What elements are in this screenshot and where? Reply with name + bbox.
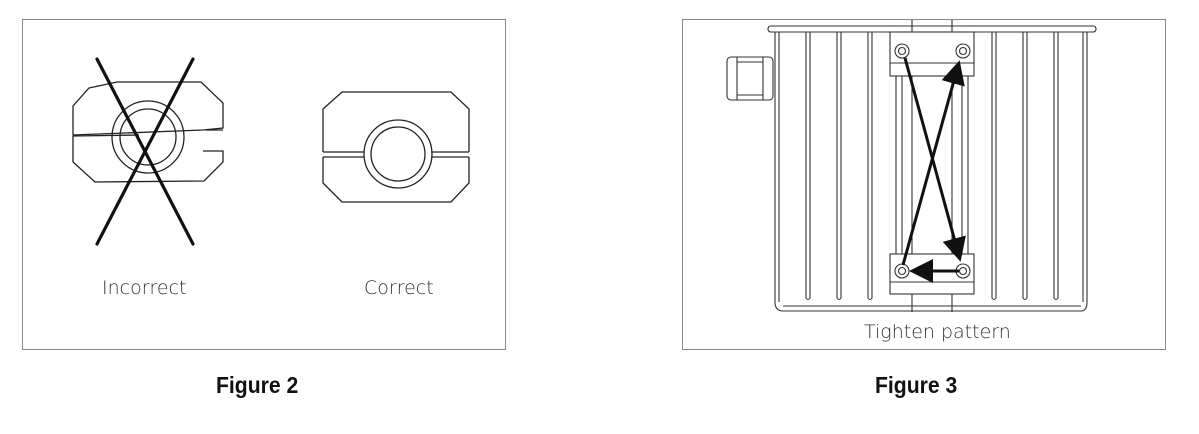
incorrect-x-mark-icon [95, 57, 195, 246]
tighten-pattern-label: Tighten pattern [864, 321, 1011, 343]
figure-3-caption: Figure 3 [875, 372, 958, 398]
figure-3-panel: Tighten pattern [682, 19, 1166, 350]
figure-2-panel: Incorrect Correct [22, 19, 506, 350]
tighten-pattern-drawing [726, 20, 1097, 312]
motor-housing-icon [726, 20, 1097, 312]
clamp-comparison-drawing [72, 57, 470, 246]
correct-clamp-icon [322, 91, 470, 203]
incorrect-label: Incorrect [102, 277, 187, 299]
correct-label: Correct [364, 277, 434, 299]
tighten-arrows-icon [901, 57, 966, 283]
incorrect-clamp-icon [72, 81, 224, 183]
figure-2-caption: Figure 2 [216, 372, 299, 398]
